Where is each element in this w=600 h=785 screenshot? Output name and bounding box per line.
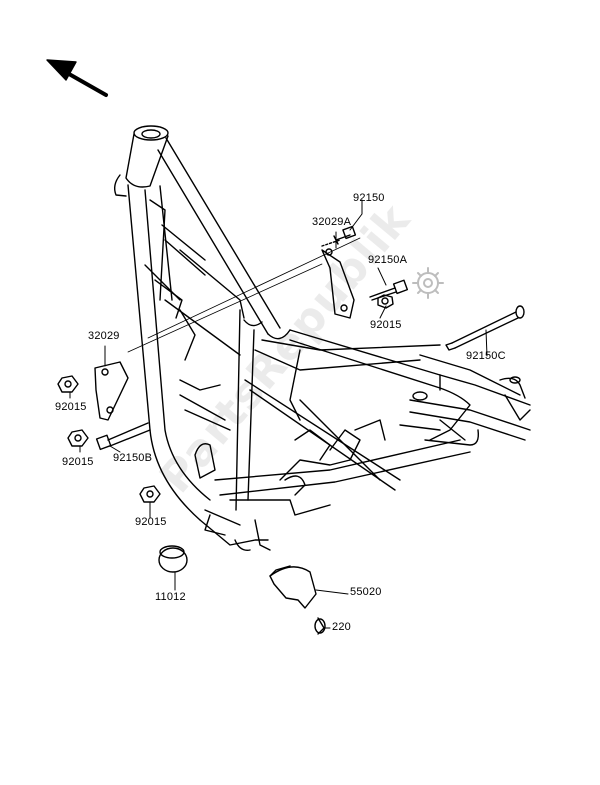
- label-92015-c: 92015: [135, 516, 167, 528]
- side-tubes: [179, 329, 471, 496]
- label-92150b: 92150B: [113, 452, 153, 464]
- lower-cradle: [179, 309, 386, 551]
- gear-icon: [412, 267, 444, 299]
- label-92150: 92150: [353, 192, 385, 204]
- label-32029a: 32029A: [312, 216, 352, 228]
- nut-92015-right: [377, 294, 394, 309]
- label-55020: 55020: [350, 586, 382, 598]
- label-11012: 11012: [155, 591, 186, 603]
- bracket-32029a: [321, 248, 355, 319]
- bolt-92150c: [445, 305, 525, 351]
- label-32029: 32029: [88, 330, 120, 342]
- nut-92015-a: [57, 375, 79, 393]
- label-92015-right: 92015: [370, 319, 402, 331]
- label-220: 220: [332, 621, 351, 633]
- bolt-92150a: [369, 279, 409, 301]
- arrow-up-left-icon: [46, 59, 108, 97]
- label-92150a: 92150A: [368, 254, 408, 266]
- top-tube: [157, 137, 291, 340]
- head-tube: [113, 125, 169, 197]
- rear-subframe: [399, 354, 531, 446]
- front-downtubes: [127, 184, 245, 521]
- bracket-32029: [94, 361, 129, 421]
- bolt-92150b: [95, 422, 151, 451]
- cover-55020: [269, 565, 317, 609]
- screw-220: [314, 617, 326, 635]
- plug-11012: [158, 545, 188, 573]
- alignment-lines: [127, 237, 361, 353]
- label-92015-a: 92015: [55, 401, 87, 413]
- nut-92015-c: [139, 485, 161, 503]
- leader-lines: [69, 199, 488, 629]
- nut-92015-b: [67, 429, 89, 447]
- center-downtube: [235, 309, 263, 511]
- label-92150c: 92150C: [466, 350, 506, 362]
- label-92015-b: 92015: [62, 456, 94, 468]
